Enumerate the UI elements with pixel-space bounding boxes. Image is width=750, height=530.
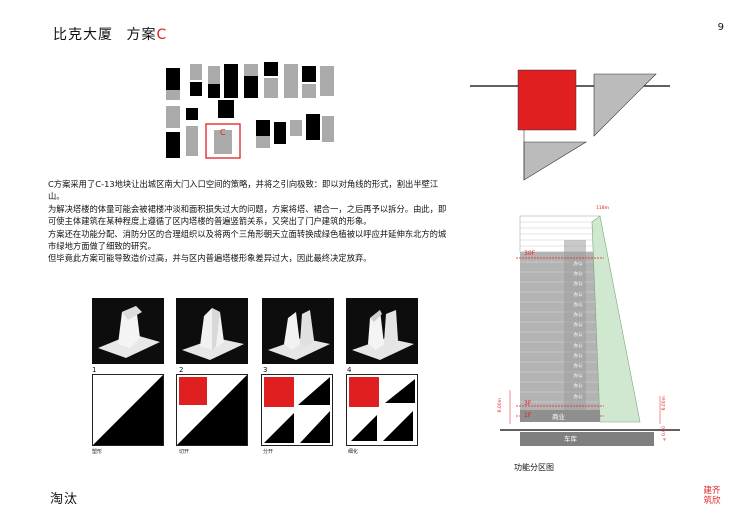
model-number-2: 2 — [179, 366, 184, 374]
title-scheme: 方案 — [126, 27, 157, 43]
zone-label: 办公 — [573, 374, 583, 380]
lobby-label: 商业 — [552, 413, 565, 421]
footer-status: 淘汰 — [50, 492, 79, 507]
diagram-caption-3: 分开 — [263, 449, 274, 455]
model-photo-4 — [346, 298, 418, 364]
zone-label: 办公 — [573, 384, 583, 390]
site-marker-c: C — [220, 128, 226, 137]
garage-label: 车库 — [564, 435, 577, 443]
zone-label: 办公 — [573, 364, 583, 370]
height-top-label: 118m — [596, 206, 609, 211]
page-title: 比克大厦 方案C — [53, 24, 167, 44]
floor-label-3f: 3F — [524, 400, 532, 407]
floor-label-1f: 1F — [524, 412, 532, 419]
floor-label-30f: 30F — [524, 250, 536, 257]
zone-labels: 办公 办公 办公 办公 办公 办公 办公 办公 办公 办公 办公 办公 办公 办… — [568, 260, 588, 403]
function-caption: 功能分区图 — [514, 463, 554, 472]
title-letter: C — [156, 27, 168, 43]
zone-label: 办公 — [573, 313, 583, 319]
zone-label: 办公 — [573, 353, 583, 359]
model-number-4: 4 — [347, 366, 352, 374]
model-number-1: 1 — [92, 366, 97, 374]
zone-label: 办公 — [573, 394, 583, 400]
brand-logo: 建齐筑欣 — [703, 486, 721, 506]
plan-diagram — [470, 64, 670, 184]
page-number: 9 — [717, 22, 724, 33]
model-photo-1 — [92, 298, 164, 364]
height-left-label: 6.00m — [498, 398, 503, 413]
zone-label: 办公 — [573, 292, 583, 298]
zone-label: 办公 — [573, 323, 583, 329]
zone-label: 办公 — [573, 272, 583, 278]
height-base-label: ±0.00 — [662, 426, 667, 442]
zone-label: 办公 — [573, 262, 583, 267]
model-photo-3 — [262, 298, 334, 364]
section-diagram: 118m 30F 3F 1F 商业 车库 6.00m 6.00m ±0.00 办… — [480, 200, 680, 460]
zone-label: 办公 — [573, 333, 583, 339]
diagram-3 — [261, 374, 333, 446]
diagram-caption-2: 切开 — [179, 449, 190, 455]
zone-label: 办公 — [573, 343, 583, 349]
description-text: C方案采用了C-13地块让出城区南大门入口空间的策略，并将之引向极致：即以对角线… — [48, 179, 447, 264]
diagram-caption-1: 塑形 — [92, 449, 103, 455]
title-main: 比克大厦 — [53, 27, 113, 43]
site-plan-drawing: C — [166, 62, 334, 159]
model-photo-2 — [176, 298, 248, 364]
diagram-2 — [176, 374, 248, 446]
diagram-4 — [346, 374, 418, 446]
zone-label: 办公 — [573, 302, 583, 308]
diagram-1 — [92, 374, 164, 446]
model-number-3: 3 — [263, 366, 268, 374]
diagram-caption-4: 细化 — [348, 449, 359, 455]
section-drawing — [500, 215, 680, 446]
zone-label: 办公 — [573, 282, 583, 288]
height-right-label: 6.00m — [662, 396, 667, 411]
site-plan: C — [160, 60, 340, 168]
